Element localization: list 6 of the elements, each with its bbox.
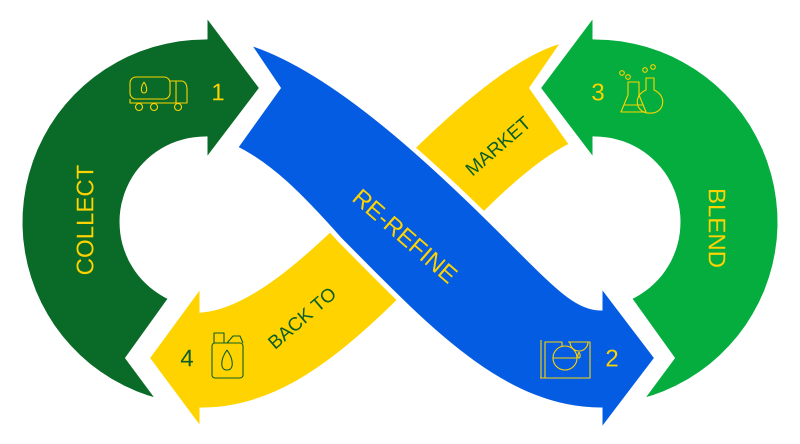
step-number: 3: [592, 84, 604, 100]
step-label: BLEND: [708, 190, 726, 267]
step-number: 1: [213, 84, 224, 100]
step-number: 2: [606, 350, 618, 366]
step-label: COLLECT: [76, 165, 94, 274]
step-number: 4: [180, 350, 193, 366]
